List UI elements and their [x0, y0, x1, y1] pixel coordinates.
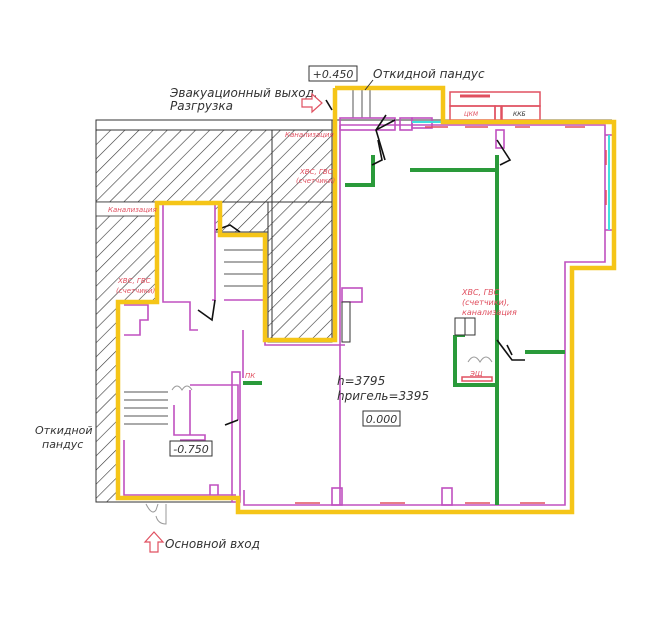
sewer-top-label: Канализация — [285, 131, 334, 139]
evac-arrow-icon — [301, 92, 323, 114]
panel-shch-label: ЭЩ — [469, 370, 483, 378]
utilities-left-line1: ХВС, ГВС — [117, 277, 151, 285]
ceiling-height: h=3795 — [337, 374, 385, 388]
utilities-right-line3: канализация — [462, 308, 517, 317]
panel-pk-label: ПК — [245, 372, 256, 380]
ramp-top-label: Откидной пандус — [373, 67, 485, 81]
utilities-right-line2: (счетчики), — [462, 298, 509, 307]
ramp-left-label-line2: пандус — [42, 438, 83, 451]
hatched-area-top-left — [95, 129, 333, 203]
utilities-left-line2: (счетчики) — [116, 287, 156, 295]
level-tag-main: 0.000 — [362, 410, 401, 427]
main-entrance-label: Основной вход — [165, 537, 260, 551]
equipment — [341, 301, 476, 343]
level-tag-top: +0.450 — [308, 65, 358, 82]
door-arcs — [145, 356, 493, 525]
glazing — [412, 121, 610, 230]
utilities-top-line2: (счетчики) — [296, 177, 336, 185]
top-wall-band — [95, 119, 333, 131]
ramp-left-label-line1: Откидной — [35, 424, 93, 437]
level-top: +0.450 — [313, 68, 354, 81]
hatched-column-middle — [267, 201, 333, 343]
evac-exit-label-line2: Разгрузка — [170, 99, 233, 113]
evac-exit-label-line1: Эвакуационный выход. — [169, 86, 318, 100]
cabinet-tskm-label: ЦКМ — [464, 111, 479, 118]
entrance-arrow-icon — [143, 531, 165, 553]
utilities-right-line1: ХВС, ГВС — [461, 288, 500, 297]
beam-height: hригель=3395 — [337, 389, 429, 403]
stairs — [124, 88, 371, 425]
premises-boundary — [115, 85, 617, 515]
level-main: 0.000 — [366, 413, 398, 426]
cabinet-kkb-label: ККБ — [513, 111, 526, 118]
level-tag-entrance: -0.750 — [169, 440, 213, 457]
utilities-top-line1: ХВС, ГВС — [299, 168, 333, 176]
ramp-top-leader — [364, 79, 374, 91]
sewer-left-label: Канализация — [108, 206, 157, 214]
inner-rooms — [120, 205, 266, 502]
level-entrance: -0.750 — [173, 443, 208, 456]
